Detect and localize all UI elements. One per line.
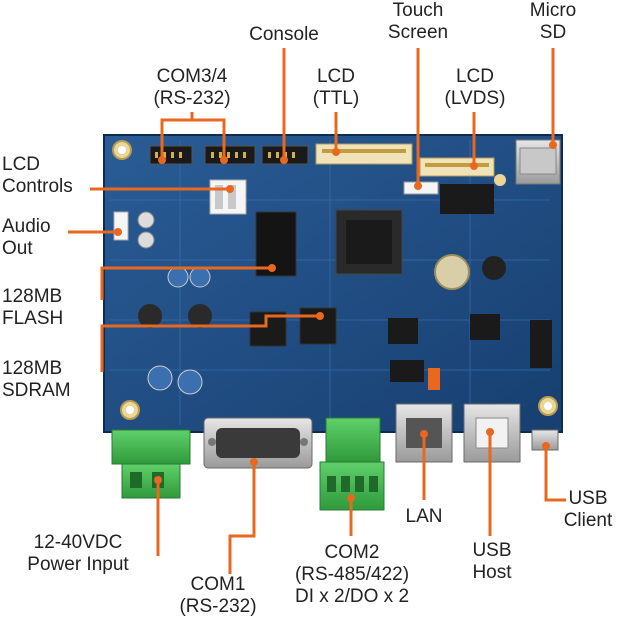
label-sdram-line1: 128MB [2,358,63,379]
label-lcd-ttl-line1: LCD [316,66,355,87]
label-touch-screen-line1: Touch [392,0,444,21]
label-console-text: Console [249,24,319,45]
label-com34-line2: (RS-232) [153,88,231,109]
label-com1: COM1 (RS-232) [166,574,270,618]
label-sdram-line2: SDRAM [2,380,71,401]
label-power-line2: Power Input [27,554,129,575]
label-power-line1: 12-40VDC [33,532,123,553]
label-lcd-lvds-line2: (LVDS) [444,88,506,109]
leader-lines [68,48,566,574]
label-micro-sd: Micro SD [512,0,594,44]
label-com2-line1: COM2 [324,542,380,563]
label-audio-out: Audio Out [2,216,51,260]
label-usb-client: USB Client [556,488,620,532]
label-usb-host-line1: USB [472,540,512,561]
label-lcd-controls-line1: LCD [2,154,41,175]
label-lcd-controls-line2: Controls [2,176,73,197]
label-flash: 128MB FLASH [2,286,63,330]
com1-db9-connector [203,417,313,469]
label-com34-line1: COM3/4 [156,66,228,87]
power-terminal [111,429,191,499]
label-com34: COM3/4 (RS-232) [140,66,244,110]
label-lcd-ttl-line2: (TTL) [312,88,360,109]
label-touch-screen-line2: Screen [387,22,449,43]
label-sdram: 128MB SDRAM [2,358,71,402]
label-usb-client-line1: USB [568,488,608,509]
label-lan-text: LAN [405,506,443,527]
label-usb-host-line2: Host [472,562,512,583]
label-touch-screen: Touch Screen [368,0,468,44]
leader-dots [114,141,557,502]
label-com2: COM2 (RS-485/422) DI x 2/DO x 2 [280,542,424,608]
label-com2-line2: (RS-485/422) [294,564,410,585]
label-lcd-lvds-line1: LCD [455,66,494,87]
label-audio-out-line1: Audio [2,216,51,237]
label-lcd-controls: LCD Controls [2,154,73,198]
label-usb-host: USB Host [462,540,522,584]
label-lan: LAN [396,506,452,528]
label-lcd-ttl: LCD (TTL) [298,66,374,110]
label-flash-line1: 128MB [2,286,63,307]
label-com2-line3: DI x 2/DO x 2 [294,586,410,607]
pcb [103,134,563,433]
label-com1-line2: (RS-232) [179,596,257,617]
label-console: Console [232,24,336,46]
label-flash-line2: FLASH [2,308,64,329]
label-audio-out-line2: Out [2,238,33,259]
label-lcd-lvds: LCD (LVDS) [432,66,518,110]
label-micro-sd-line1: Micro [529,0,577,21]
label-com1-line1: COM1 [190,574,246,595]
label-usb-client-line2: Client [563,510,613,531]
label-micro-sd-line2: SD [539,22,567,43]
label-power: 12-40VDC Power Input [10,532,146,576]
